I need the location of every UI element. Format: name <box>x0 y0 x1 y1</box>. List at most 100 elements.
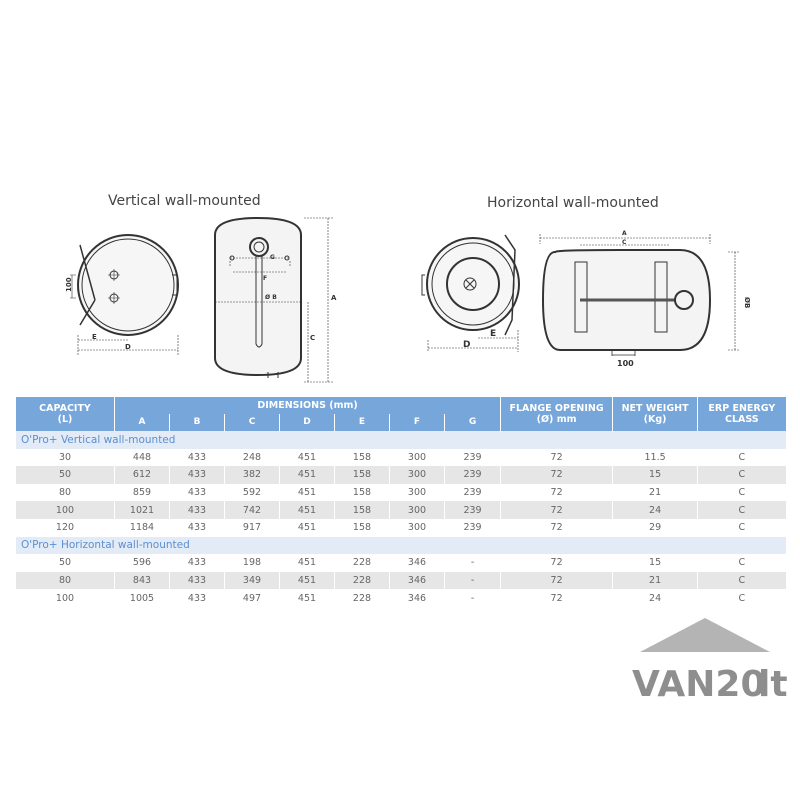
table-cell: 433 <box>169 466 225 484</box>
table-cell: C <box>697 554 786 572</box>
horizontal-title: Horizontal wall-mounted <box>487 195 659 211</box>
table-cell: 50 <box>15 466 115 484</box>
table-cell: 100 <box>15 589 115 607</box>
group-label: O'Pro+ Horizontal wall-mounted <box>14 536 786 555</box>
svg-text:VAN20: VAN20 <box>632 664 766 705</box>
table-cell: 300 <box>389 483 445 502</box>
label-g: G <box>270 254 275 261</box>
table-cell: - <box>443 589 501 607</box>
header-dim-d: D <box>279 414 335 431</box>
table-cell: 300 <box>389 518 445 537</box>
table-cell: C <box>697 501 786 519</box>
table-cell: 742 <box>224 501 280 519</box>
header-weight: NET WEIGHT(Kg) <box>612 397 698 431</box>
table-cell: 21 <box>612 571 698 590</box>
table-cell: 1184 <box>114 518 170 537</box>
table-cell: 433 <box>169 483 225 502</box>
table-cell: 239 <box>443 501 501 519</box>
header-dim-b: B <box>169 414 225 431</box>
table-cell: 433 <box>169 448 225 467</box>
table-cell: 451 <box>279 589 335 607</box>
table-cell: 300 <box>389 501 445 519</box>
horizontal-front-view: A C ØB 100 <box>539 230 751 368</box>
table-cell: 158 <box>334 483 390 502</box>
horizontal-side-view: D E <box>421 234 520 352</box>
label-d: D <box>125 343 131 351</box>
table-cell: 433 <box>169 589 225 607</box>
table-cell: - <box>443 571 501 590</box>
table-cell: 29 <box>612 518 698 537</box>
header-dim-a: A <box>114 414 170 431</box>
table-cell: C <box>697 448 786 467</box>
table-cell: 349 <box>224 571 280 590</box>
table-cell: 72 <box>500 501 613 519</box>
specs-table: CAPACITY(L) DIMENSIONS (mm) FLANGE OPENI… <box>14 397 786 607</box>
table-cell: 917 <box>224 518 280 537</box>
header-dim-c: C <box>224 414 280 431</box>
table-cell: 451 <box>279 483 335 502</box>
header-dim-e: E <box>334 414 390 431</box>
table-cell: 433 <box>169 554 225 572</box>
table-cell: 11.5 <box>612 448 698 467</box>
table-cell: 346 <box>389 554 445 572</box>
label-f: F <box>263 275 267 282</box>
table-cell: 72 <box>500 554 613 572</box>
label-h-d: D <box>463 340 470 350</box>
table-cell: 72 <box>500 518 613 537</box>
label-h-100: 100 <box>617 359 634 368</box>
table-cell: 346 <box>389 571 445 590</box>
header-dim-f: F <box>389 414 445 431</box>
table-cell: 239 <box>443 518 501 537</box>
label-100: 100 <box>65 277 73 292</box>
table-cell: 15 <box>612 554 698 572</box>
table-cell: 448 <box>114 448 170 467</box>
header-dimensions: DIMENSIONS (mm) <box>113 397 501 414</box>
vertical-top-view: 100 E D <box>65 234 179 355</box>
label-h-c: C <box>622 239 627 246</box>
table-cell: 300 <box>389 448 445 467</box>
table-cell: 592 <box>224 483 280 502</box>
table-cell: 382 <box>224 466 280 484</box>
table-cell: 451 <box>279 518 335 537</box>
table-cell: 1021 <box>114 501 170 519</box>
table-cell: 80 <box>15 483 115 502</box>
table-cell: 72 <box>500 589 613 607</box>
table-cell: 228 <box>334 589 390 607</box>
table-cell: C <box>697 483 786 502</box>
table-cell: 239 <box>443 466 501 484</box>
label-h-a: A <box>622 230 627 237</box>
table-cell: 859 <box>114 483 170 502</box>
header-capacity: CAPACITY(L) <box>15 397 115 431</box>
table-cell: 239 <box>443 483 501 502</box>
technical-drawings: 100 E D G F Ø B C A D E A C ØB 100 <box>65 216 751 383</box>
header-flange: FLANGE OPENING(Ø) mm <box>500 397 613 431</box>
group-row: O'Pro+ Horizontal wall-mounted <box>14 536 786 555</box>
table-cell: C <box>697 466 786 484</box>
table-cell: 228 <box>334 571 390 590</box>
label-h-b: ØB <box>743 297 751 308</box>
table-cell: 451 <box>279 501 335 519</box>
table-cell: 158 <box>334 448 390 467</box>
group-label: O'Pro+ Vertical wall-mounted <box>14 431 786 449</box>
svg-text:lt: lt <box>758 664 788 705</box>
table-cell: 433 <box>169 501 225 519</box>
table-cell: 80 <box>15 571 115 590</box>
table-cell: 497 <box>224 589 280 607</box>
table-cell: 100 <box>15 501 115 519</box>
table-cell: C <box>697 571 786 590</box>
table-cell: 158 <box>334 501 390 519</box>
vertical-front-view: G F Ø B C A <box>214 216 337 383</box>
table-cell: 158 <box>334 518 390 537</box>
label-c: C <box>310 334 315 342</box>
table-cell: - <box>443 554 501 572</box>
group-row: O'Pro+ Vertical wall-mounted <box>14 431 786 449</box>
table-cell: 24 <box>612 501 698 519</box>
table-cell: 612 <box>114 466 170 484</box>
table-cell: 30 <box>15 448 115 467</box>
